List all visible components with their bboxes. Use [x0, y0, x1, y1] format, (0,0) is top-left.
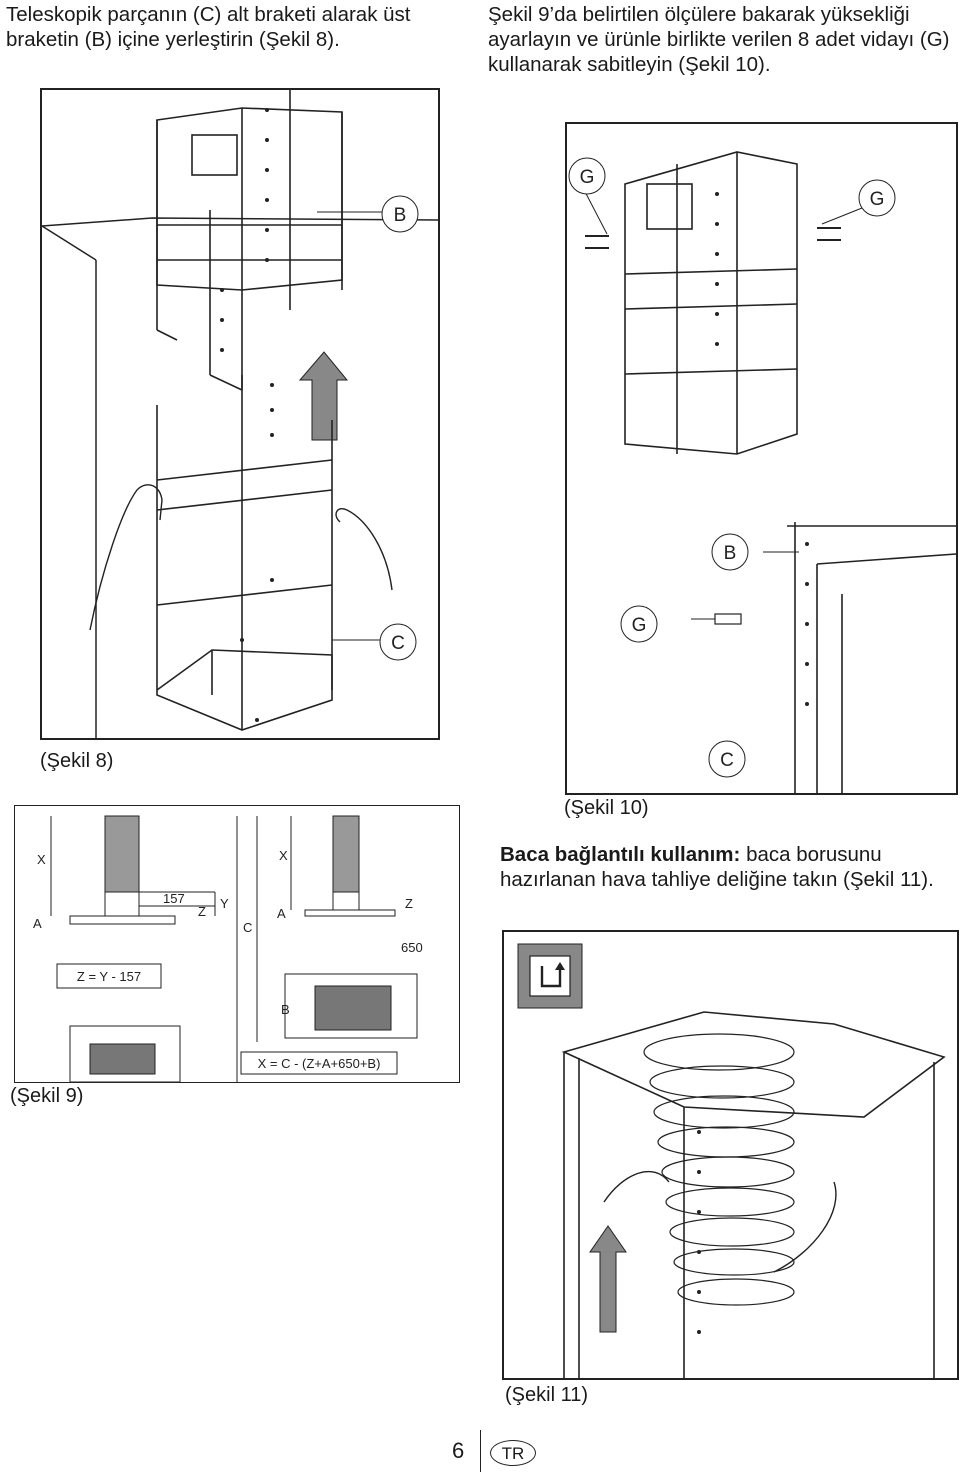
fig10-label-c: C	[720, 750, 734, 771]
fig9-label-y: Y	[220, 896, 229, 911]
fig9-label-c: C	[243, 920, 252, 935]
fig10-label-g-top-left: G	[580, 167, 595, 188]
fig9-label-650: 650	[401, 940, 423, 955]
fig10-label-g-top-right: G	[870, 189, 885, 210]
fig8-label-c: C	[391, 633, 405, 654]
figure-10-caption: (Şekil 10)	[564, 797, 649, 819]
up-arrow-icon	[589, 1225, 627, 1333]
chimney-text: Baca bağlantılı kullanım: baca borusunu …	[500, 842, 954, 892]
fig8-label-b: B	[394, 205, 407, 226]
figure-11-drawing	[517, 943, 946, 1378]
fig9-label-157: 157	[163, 891, 185, 906]
screw-icon	[714, 613, 742, 625]
fig9-formula-2: X = C - (Z+A+650+B)	[258, 1056, 381, 1071]
footer-divider	[480, 1430, 481, 1472]
fig10-label-b: B	[724, 543, 737, 564]
up-arrow-icon	[298, 351, 349, 441]
figure-11-caption: (Şekil 11)	[505, 1384, 588, 1406]
figure-11-frame	[502, 930, 959, 1380]
fig9-label-z-left: Z	[198, 904, 206, 919]
step9-text: Şekil 9’da belirtilen ölçülere bakarak y…	[488, 3, 950, 76]
fig10-label-g-detail: G	[632, 615, 647, 636]
fig9-label-a-left: A	[33, 916, 42, 931]
screw-icons	[585, 227, 841, 249]
fig9-label-b: B	[281, 1002, 290, 1017]
fig9-label-z-right: Z	[405, 896, 413, 911]
fig9-label-a-right: A	[277, 906, 286, 921]
figure-10-drawing: G G G B C	[568, 151, 957, 793]
figure-8-frame: B C	[40, 88, 440, 740]
fig9-label-x-right: X	[279, 848, 288, 863]
figure-9-caption: (Şekil 9)	[10, 1085, 84, 1107]
fig9-label-x-left: X	[37, 852, 46, 867]
figure-9-drawing: X A 157 Z Y Z = Y - 157 C X A Z 650 B X …	[33, 815, 423, 1083]
page-number: 6	[452, 1438, 465, 1463]
chimney-body: baca borusunu hazırlanan hava tahliye de…	[500, 843, 934, 891]
duct-connection-icon	[529, 955, 571, 997]
language-badge: TR	[490, 1440, 536, 1466]
step8-text: Teleskopik parçanın (C) alt braketi alar…	[6, 3, 411, 51]
figure-8-drawing: B C	[41, 90, 439, 738]
fig9-formula-1: Z = Y - 157	[77, 969, 141, 984]
figure-9-frame: X A 157 Z Y Z = Y - 157 C X A Z 650 B X …	[14, 805, 460, 1083]
chimney-heading: Baca bağlantılı kullanım:	[500, 843, 741, 866]
figure-8-caption: (Şekil 8)	[40, 750, 114, 772]
figure-10-frame: G G G B C	[565, 122, 958, 795]
